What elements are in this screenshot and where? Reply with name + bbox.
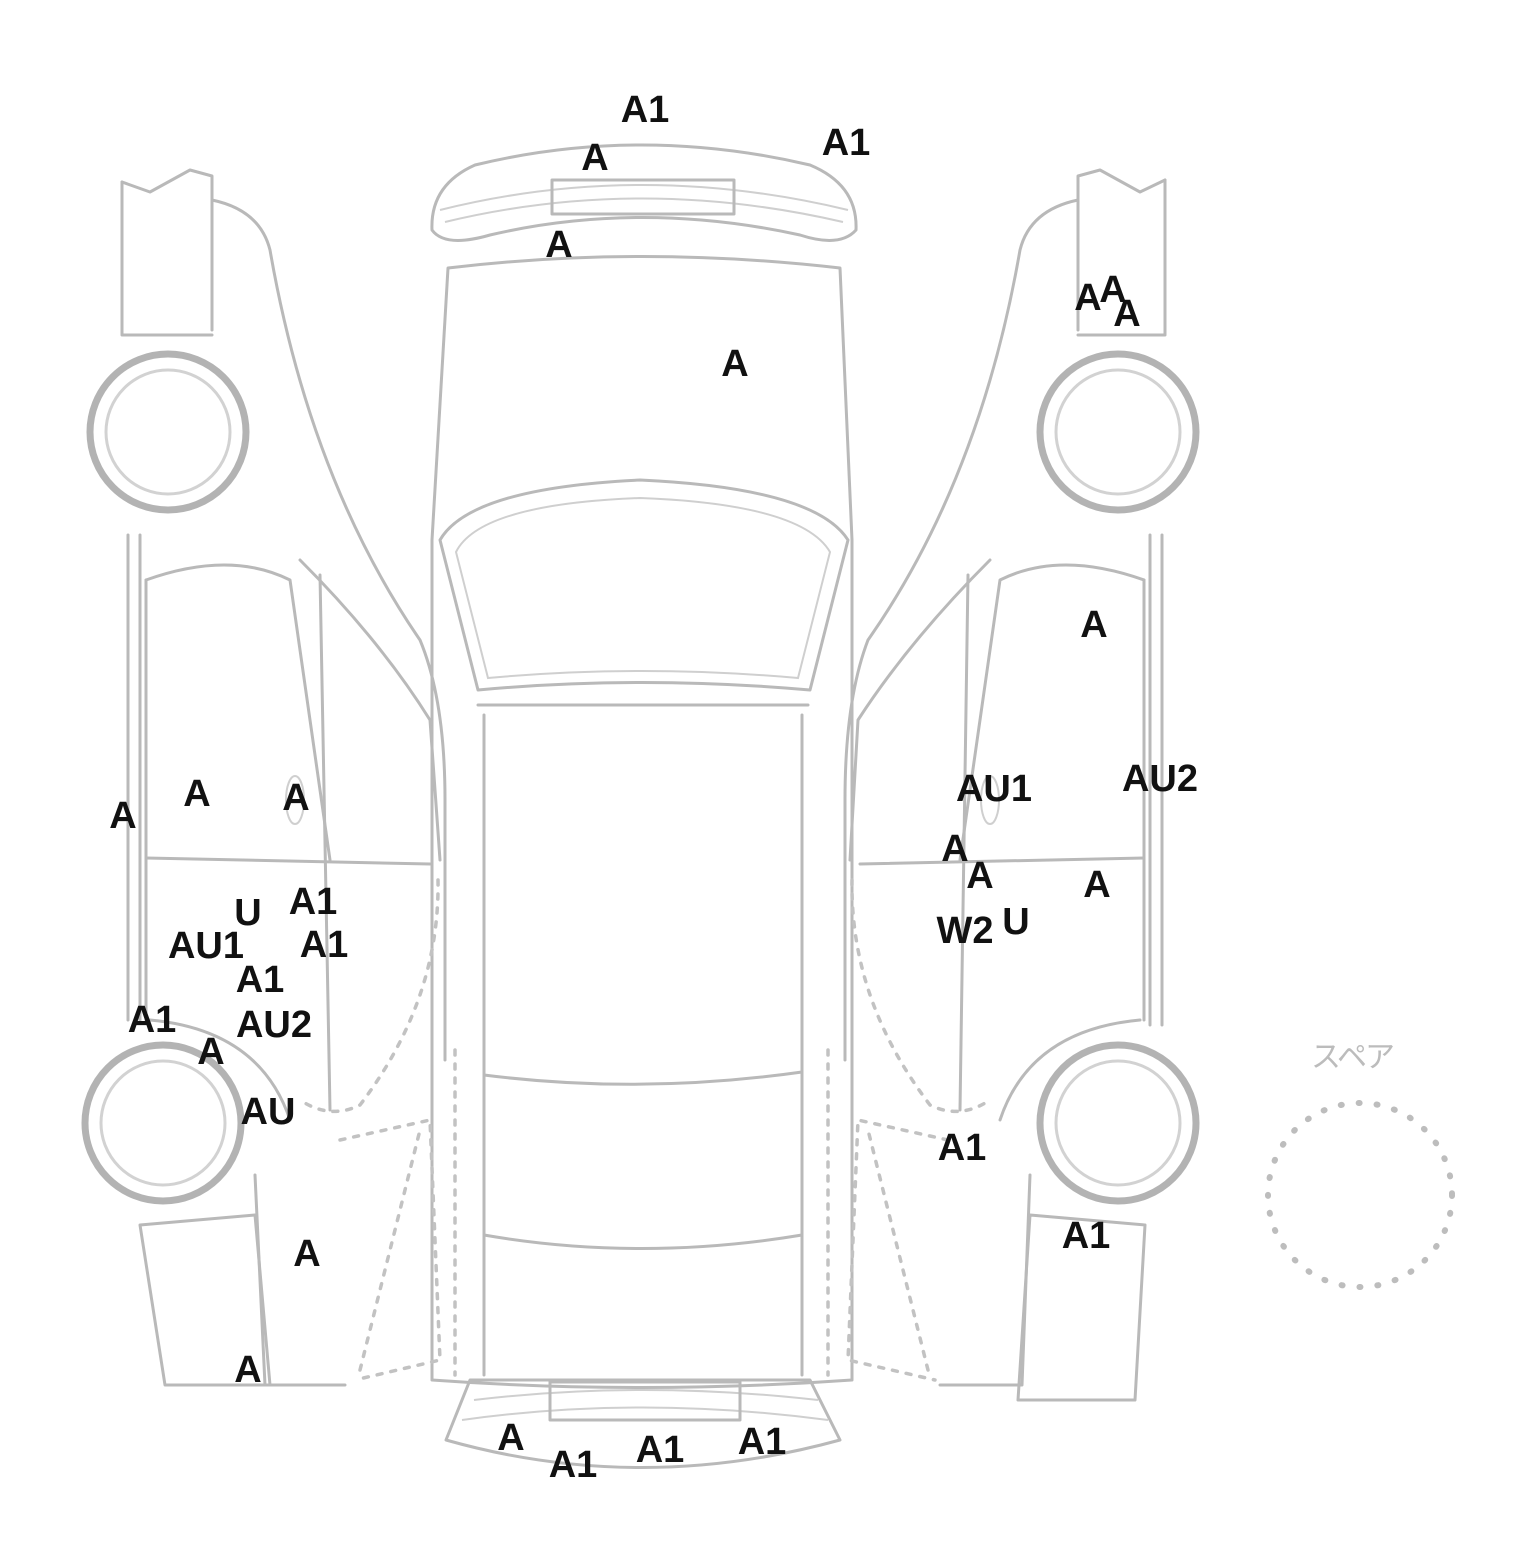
damage-code-label: A1 bbox=[737, 1421, 787, 1463]
damage-code-label: A1 bbox=[937, 1127, 987, 1169]
damage-code-label: A bbox=[966, 855, 994, 897]
damage-code-label: A1 bbox=[288, 881, 338, 923]
damage-code-label: U bbox=[234, 892, 262, 934]
damage-code-label: A1 bbox=[127, 999, 177, 1041]
damage-code-label: A bbox=[497, 1417, 525, 1459]
damage-code-label: A bbox=[183, 773, 211, 815]
damage-code-label: AU2 bbox=[235, 1004, 313, 1046]
spare-tire-outline bbox=[1265, 1100, 1455, 1290]
damage-code-label: AU1 bbox=[167, 925, 245, 967]
damage-code-label: A bbox=[293, 1233, 321, 1275]
car-left-side-view bbox=[81, 168, 447, 1387]
damage-code-label: A1 bbox=[235, 959, 285, 1001]
damage-code-label: AU1 bbox=[955, 768, 1033, 810]
damage-code-label: A bbox=[1113, 293, 1141, 335]
car-top-view bbox=[430, 143, 858, 1469]
damage-code-label: A bbox=[109, 795, 137, 837]
damage-code-label: A1 bbox=[620, 89, 670, 131]
damage-code-label: A bbox=[1080, 604, 1108, 646]
damage-code-label: W2 bbox=[936, 910, 994, 952]
damage-code-label: A1 bbox=[548, 1444, 598, 1486]
damage-code-label: A bbox=[234, 1349, 262, 1391]
spare-label: スペア bbox=[1311, 1040, 1395, 1075]
damage-code-label: A bbox=[282, 777, 310, 819]
damage-code-label: A bbox=[197, 1031, 225, 1073]
damage-code-label: A bbox=[721, 343, 749, 385]
damage-code-label: A1 bbox=[299, 924, 349, 966]
damage-code-label: A bbox=[941, 828, 969, 870]
damage-code-label: AU2 bbox=[1121, 758, 1199, 800]
damage-code-label: A bbox=[1074, 277, 1102, 319]
damage-code-label: A bbox=[545, 224, 573, 266]
damage-code-label: A1 bbox=[635, 1429, 685, 1471]
damage-code-label: U bbox=[1002, 901, 1030, 943]
damage-code-label: A bbox=[1083, 864, 1111, 906]
damage-code-label: A bbox=[581, 137, 609, 179]
damage-code-label: A1 bbox=[821, 122, 871, 164]
damage-code-label: AU bbox=[240, 1091, 296, 1133]
car-right-side-view bbox=[843, 168, 1200, 1402]
damage-code-label: A bbox=[1099, 269, 1127, 311]
damage-code-label: A1 bbox=[1061, 1215, 1111, 1257]
